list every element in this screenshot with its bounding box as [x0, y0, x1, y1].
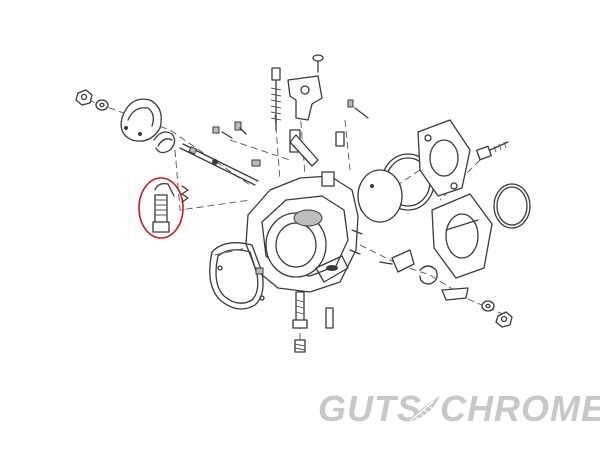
manifold-flange-upper: [417, 119, 471, 197]
bowl-gasket: [209, 242, 265, 310]
bracket-screw: [312, 54, 324, 73]
washer-left: [95, 99, 109, 111]
drain-plug: [294, 339, 306, 353]
cable-bracket: [287, 75, 323, 121]
nut-right: [495, 311, 513, 328]
choke-spring: [419, 265, 438, 285]
pin: [335, 131, 345, 147]
lever: [289, 134, 319, 167]
throttle-shaft: [179, 143, 259, 186]
main-jet: [292, 291, 308, 329]
spring-small-c: [251, 159, 261, 167]
idle-screw: [270, 67, 282, 131]
brand-name-right: CHROME: [440, 388, 600, 429]
diaphragm-plate: [357, 169, 403, 223]
bowl-screw: [255, 267, 264, 275]
brand-logo: GUTS CHROME: [318, 388, 600, 430]
throttle-spring: [153, 131, 176, 154]
throttle-wheel: [120, 98, 162, 142]
o-ring: [493, 183, 531, 229]
nut-left: [75, 89, 93, 106]
accelerator-pump-fitting: [152, 182, 175, 233]
pump-spring: [181, 185, 189, 203]
mounting-bolt: [476, 141, 509, 161]
screw-top-right: [347, 99, 369, 119]
feather-icon: [408, 396, 440, 422]
brand-name-left: GUTS: [318, 388, 423, 429]
choke-lever: [379, 249, 415, 273]
washer-right: [481, 300, 495, 312]
screw-small-a: [212, 126, 233, 139]
manifold-flange-lower: [431, 193, 493, 279]
choke-link: [441, 287, 469, 301]
highlight-circle: [138, 177, 184, 239]
screw-small-b: [234, 121, 247, 135]
needle-jet: [325, 307, 334, 329]
